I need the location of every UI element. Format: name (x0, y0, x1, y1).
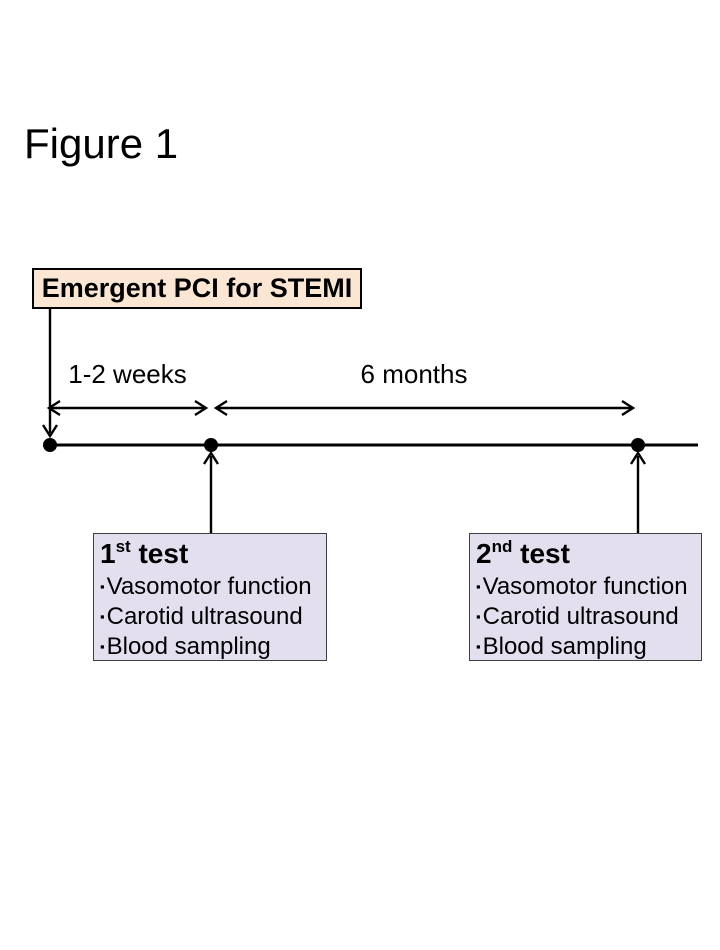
up-arrowhead-icon (202, 450, 220, 465)
list-item: ▪ Vasomotor function (476, 572, 695, 602)
square-bullet-icon: ▪ (100, 639, 105, 654)
right-arrowhead-icon (621, 399, 636, 417)
list-item: ▪ Blood sampling (476, 632, 695, 662)
square-bullet-icon: ▪ (476, 639, 481, 654)
left-arrowhead-icon (46, 399, 61, 417)
title-ordinal: 2 (476, 538, 492, 569)
timeline-dot-pci (43, 438, 57, 452)
second-test-box: 2nd test ▪ Vasomotor function ▪ Carotid … (469, 533, 702, 661)
first-test-item-list: ▪ Vasomotor function ▪ Carotid ultrasoun… (100, 572, 320, 662)
square-bullet-icon: ▪ (100, 579, 105, 594)
figure-title: Figure 1 (24, 120, 179, 167)
down-arrowhead-icon (41, 424, 59, 439)
list-item: ▪ Vasomotor function (100, 572, 320, 602)
title-rest: test (130, 538, 189, 569)
list-item-label: Vasomotor function (106, 573, 312, 600)
list-item-label: Vasomotor function (482, 573, 688, 600)
second-test-title: 2nd test (476, 536, 695, 572)
up-arrowhead-icon (629, 450, 647, 465)
square-bullet-icon: ▪ (476, 609, 481, 624)
right-arrowhead-icon (194, 399, 209, 417)
list-item: ▪ Carotid ultrasound (100, 602, 320, 632)
first-test-title: 1st test (100, 536, 320, 572)
list-item: ▪ Blood sampling (100, 632, 320, 662)
title-ordinal-suffix: nd (491, 536, 513, 556)
title-ordinal: 1 (100, 538, 116, 569)
interval-label-weeks: 1-2 weeks (68, 359, 187, 389)
timeline-dot-first-test (204, 438, 218, 452)
timeline-dot-second-test (631, 438, 645, 452)
title-ordinal-suffix: st (115, 536, 131, 556)
list-item: ▪ Carotid ultrasound (476, 602, 695, 632)
interval-label-months: 6 months (360, 359, 468, 389)
event-box-emergent-pci: Emergent PCI for STEMI (32, 268, 362, 309)
title-rest: test (512, 538, 570, 569)
square-bullet-icon: ▪ (100, 609, 105, 624)
left-arrowhead-icon (213, 399, 228, 417)
list-item-label: Blood sampling (106, 633, 271, 660)
second-test-item-list: ▪ Vasomotor function ▪ Carotid ultrasoun… (476, 572, 695, 662)
first-test-box: 1st test ▪ Vasomotor function ▪ Carotid … (93, 533, 327, 661)
square-bullet-icon: ▪ (476, 579, 481, 594)
list-item-label: Carotid ultrasound (106, 603, 303, 630)
list-item-label: Carotid ultrasound (482, 603, 679, 630)
list-item-label: Blood sampling (482, 633, 647, 660)
event-box-label: Emergent PCI for STEMI (41, 273, 353, 303)
